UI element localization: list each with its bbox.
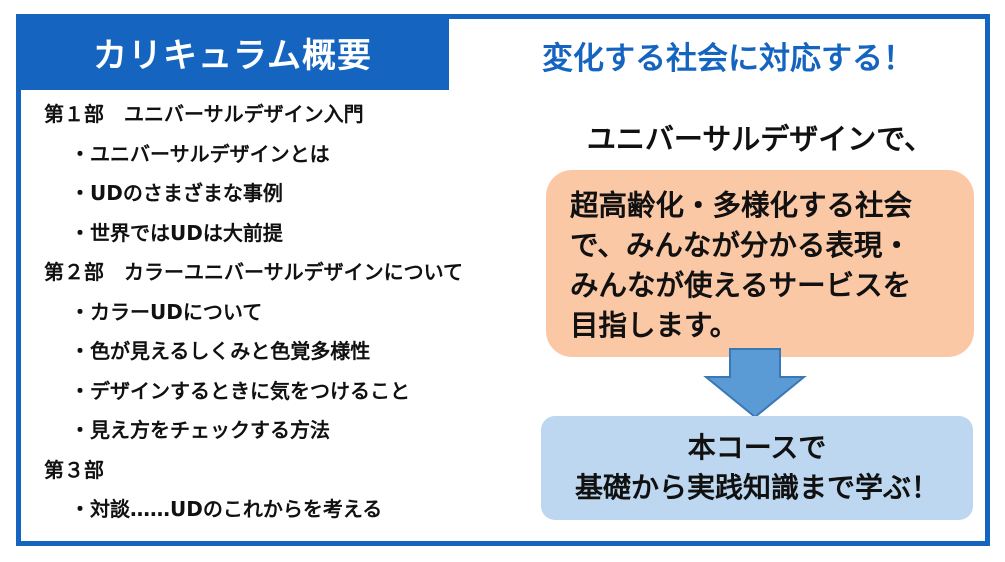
curriculum-outline: 第１部 ユニバーサルデザイン入門 ・ユニバーサルデザインとは ・UDのさまざまな… (44, 95, 544, 530)
course-line: 基礎から実践知識まで学ぶ！ (574, 471, 939, 504)
goal-callout-box: 超高齢化・多様化する社会 で、みんなが分かる表現・ みんなが使えるサービスを 目… (546, 170, 974, 357)
outline-item: ・カラーUDについて (70, 299, 263, 324)
outline-item: ・UDのさまざまな事例 (70, 181, 283, 205)
outline-item: ・対談……UDのこれからを考える (70, 497, 383, 521)
goal-line: で、みんなが分かる表現・ (570, 229, 911, 262)
outline-item: ・デザインするときに気をつけること (70, 378, 410, 403)
goal-line: みんなが使えるサービスを (570, 269, 912, 302)
outline-part-heading: 第１部 ユニバーサルデザイン入門 (44, 102, 364, 126)
goal-line: 目指します。 (570, 309, 739, 342)
outline-item: ・見え方をチェックする方法 (70, 418, 330, 442)
course-callout-box: 本コースで 基礎から実践知識まで学ぶ！ (541, 416, 973, 520)
outline-part-heading: 第３部 (44, 457, 104, 482)
outline-part-heading: 第２部 カラーユニバーサルデザインについて (44, 260, 463, 284)
outline-item: ・色が見えるしくみと色覚多様性 (70, 339, 371, 363)
slide-title: カリキュラム概要 (16, 14, 449, 90)
down-arrow-shape (703, 348, 807, 419)
outline-item: ・ユニバーサルデザインとは (70, 141, 330, 166)
outline-item: ・世界ではUDは大前提 (70, 220, 283, 245)
tagline: 変化する社会に対応する！ (542, 41, 914, 77)
down-arrow-icon (703, 348, 807, 419)
course-line: 本コースで (687, 431, 827, 464)
right-heading: ユニバーサルデザインで、 (586, 122, 934, 156)
goal-line: 超高齢化・多様化する社会 (570, 189, 913, 222)
